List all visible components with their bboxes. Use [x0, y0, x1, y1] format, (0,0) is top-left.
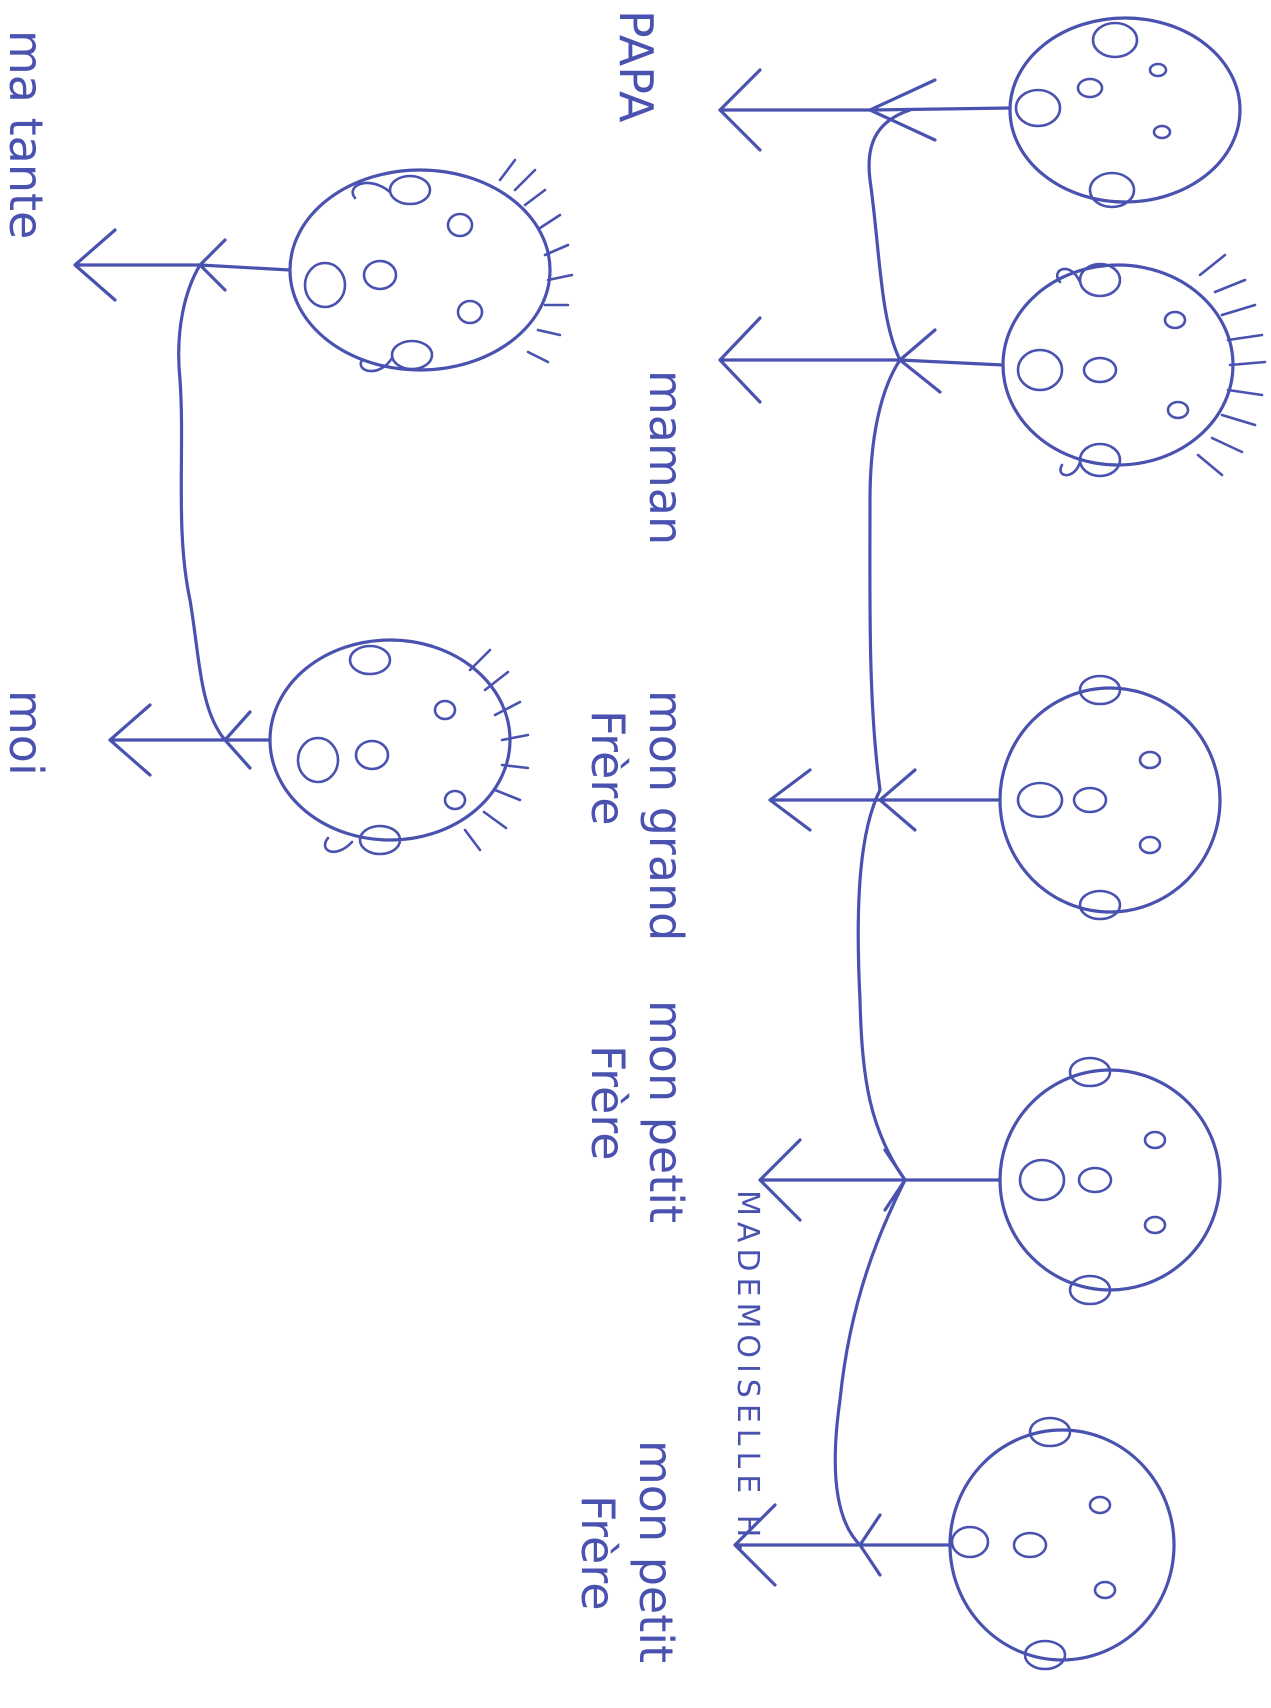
label-petit-frere-2-line2: Frère: [571, 1495, 625, 1611]
label-moi: moi: [0, 690, 53, 776]
petit-frere-2-figure: [733, 1416, 1176, 1671]
label-maman: maman: [639, 370, 693, 545]
label-petit-frere-2: mon petit Frère: [571, 1440, 683, 1663]
label-petit-frere-1-line1: mon petit: [639, 1000, 693, 1223]
label-tante: ma tante: [0, 30, 53, 239]
label-grand-frere: mon grand Frère: [581, 690, 693, 941]
label-papa: PAPA: [609, 10, 663, 123]
label-petit-frere-2-line1: mon petit: [629, 1440, 683, 1663]
label-petit-frere-1-line2: Frère: [581, 1045, 635, 1161]
petit-frere-1-figure: [758, 1056, 1222, 1306]
grand-frere-figure: [768, 674, 1222, 921]
left-trunk-line: [177, 263, 227, 742]
label-petit-frere-1: mon petit Frère: [581, 1000, 693, 1223]
label-grand-frere-line1: mon grand: [639, 690, 693, 941]
signature: MADEMOISELLE H.: [730, 1190, 765, 1558]
maman-figure: [718, 253, 1267, 478]
label-grand-frere-line2: Frère: [581, 710, 635, 826]
tante-figure: [73, 158, 574, 373]
papa-figure: [718, 16, 1242, 209]
main-trunk-line: [833, 108, 912, 1547]
moi-figure: [108, 638, 530, 856]
